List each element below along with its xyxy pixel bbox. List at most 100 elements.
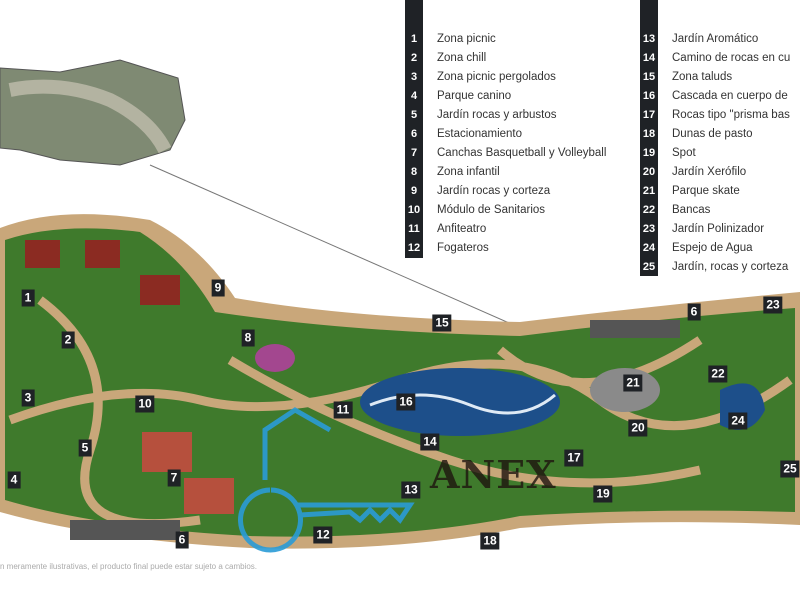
map-marker: 6 xyxy=(687,303,701,321)
parking xyxy=(590,320,680,338)
legend-number: 21 xyxy=(642,184,656,197)
map-marker: 8 xyxy=(241,329,255,347)
legend-item: 10 Módulo de Sanitarios xyxy=(402,200,606,219)
map-marker: 6 xyxy=(175,531,189,549)
legend-number: 6 xyxy=(410,127,418,140)
legend-label: Jardín Xerófilo xyxy=(672,165,747,178)
legend-item: 15 Zona taluds xyxy=(637,67,790,86)
legend-item: 22 Bancas xyxy=(637,200,790,219)
legend-number: 12 xyxy=(407,241,421,254)
legend-label: Cascada en cuerpo de xyxy=(672,89,788,102)
legend-item: 17 Rocas tipo "prisma bas xyxy=(637,105,790,124)
legend-label: Jardín, rocas y corteza xyxy=(672,260,789,273)
legend-item: 19 Spot xyxy=(637,143,790,162)
legend-number: 19 xyxy=(642,146,656,159)
map-marker: 4 xyxy=(7,471,21,489)
legend-item: 11 Anfiteatro xyxy=(402,219,606,238)
inset-detail xyxy=(8,79,172,154)
map-marker: 17 xyxy=(564,449,584,467)
legend-number: 16 xyxy=(642,89,656,102)
map-marker: 5 xyxy=(78,439,92,457)
legend-number: 22 xyxy=(642,203,656,216)
legend-label: Módulo de Sanitarios xyxy=(437,203,546,216)
playground xyxy=(255,344,295,372)
legend-number: 14 xyxy=(642,51,656,64)
map-marker: 3 xyxy=(21,389,35,407)
legend-label: Jardín rocas y arbustos xyxy=(437,108,557,121)
map-marker: 9 xyxy=(211,279,225,297)
legend-number: 7 xyxy=(410,146,418,159)
map-marker: 13 xyxy=(401,481,421,499)
courts xyxy=(142,432,192,472)
legend-item: 1 Zona picnic xyxy=(402,29,606,48)
parking xyxy=(70,520,180,540)
inset-connector-line xyxy=(149,164,526,331)
legend-item: 23 Jardín Polinizador xyxy=(637,219,790,238)
legend-item: 16 Cascada en cuerpo de xyxy=(637,86,790,105)
legend-number: 13 xyxy=(642,32,656,45)
watermark-key-icon xyxy=(238,407,415,553)
pergola xyxy=(25,240,60,268)
map-marker: 14 xyxy=(420,433,440,451)
legend-label: Zona picnic pergolados xyxy=(437,70,556,83)
legend-number: 15 xyxy=(642,70,656,83)
map-marker: 22 xyxy=(708,365,728,383)
legend-label: Jardín Polinizador xyxy=(672,222,765,235)
legend-number: 11 xyxy=(408,222,420,235)
legend-item: 25 Jardín, rocas y corteza xyxy=(637,257,790,276)
legend-item: 3 Zona picnic pergolados xyxy=(402,67,606,86)
legend-number: 1 xyxy=(410,32,418,45)
map-marker: 7 xyxy=(167,469,181,487)
legend-label: Dunas de pasto xyxy=(672,127,753,140)
legend-number: 8 xyxy=(410,165,418,178)
legend-label: Bancas xyxy=(672,203,711,216)
map-marker: 16 xyxy=(396,393,416,411)
legend-label: Zona taluds xyxy=(672,70,733,83)
legend-label: Zona chill xyxy=(437,51,487,64)
map-marker: 15 xyxy=(432,314,452,332)
map-marker: 2 xyxy=(61,331,75,349)
legend-label: Zona infantil xyxy=(437,165,500,178)
map-marker: 19 xyxy=(593,485,613,503)
legend-item: 21 Parque skate xyxy=(637,181,790,200)
legend-bar-left xyxy=(405,0,423,258)
legend-label: Parque canino xyxy=(437,89,512,102)
pergola xyxy=(140,275,180,305)
legend-number: 18 xyxy=(642,127,656,140)
legend-item: 12 Fogateros xyxy=(402,238,606,257)
map-marker: 25 xyxy=(780,460,800,478)
legend-label: Rocas tipo "prisma bas xyxy=(672,108,790,121)
legend-number: 23 xyxy=(642,222,656,235)
legend-label: Anfiteatro xyxy=(437,222,487,235)
legend-label: Zona picnic xyxy=(437,32,496,45)
legend-label: Spot xyxy=(672,146,696,159)
legend-number: 3 xyxy=(410,70,418,83)
disclaimer: n meramente ilustrativas, el producto fi… xyxy=(0,562,258,571)
map-marker: 10 xyxy=(135,395,155,413)
map-marker: 21 xyxy=(623,374,643,392)
watermark-logo: ANEX xyxy=(430,452,557,497)
legend-label: Camino de rocas en cu xyxy=(672,51,791,64)
legend-number: 10 xyxy=(407,203,421,216)
legend-number: 17 xyxy=(642,108,656,121)
pergola xyxy=(85,240,120,268)
legend-item: 8 Zona infantil xyxy=(402,162,606,181)
legend-number: 25 xyxy=(642,260,656,273)
map-marker: 1 xyxy=(21,289,35,307)
map-marker: 11 xyxy=(333,401,353,419)
legend-label: Parque skate xyxy=(672,184,740,197)
legend-label: Espejo de Agua xyxy=(672,241,753,254)
legend-label: Fogateros xyxy=(437,241,489,254)
legend-item: 18 Dunas de pasto xyxy=(637,124,790,143)
legend-number: 9 xyxy=(410,184,418,197)
